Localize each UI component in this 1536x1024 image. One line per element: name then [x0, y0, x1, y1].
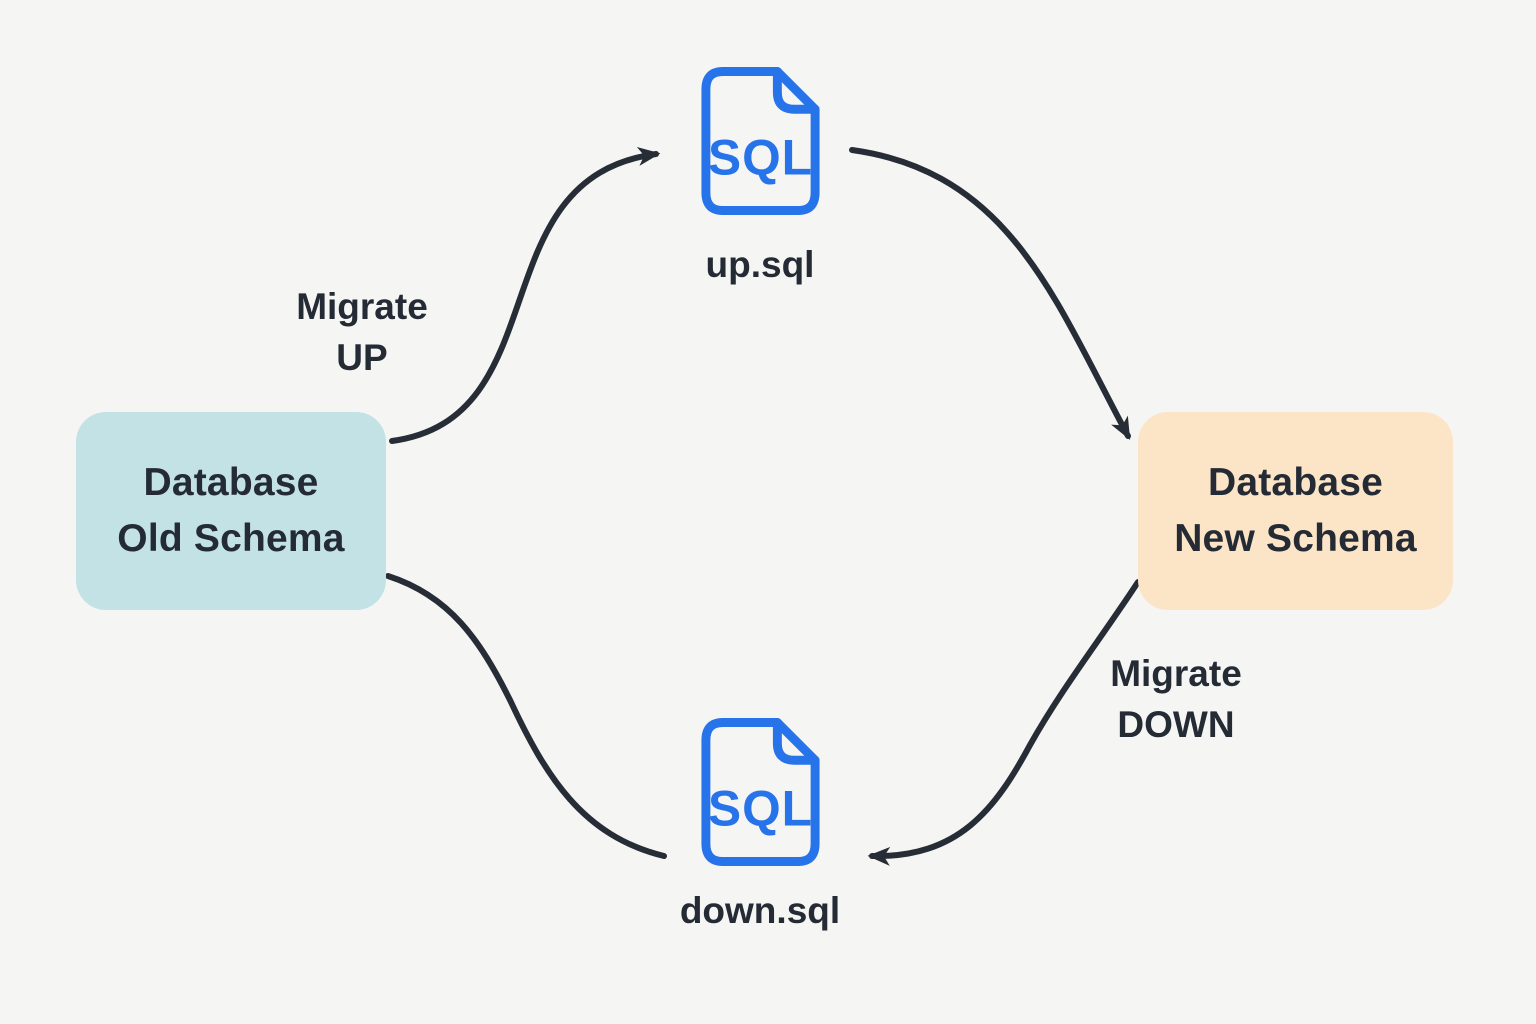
document-outline: [701, 67, 820, 215]
database-old-schema-node: Database Old Schema: [76, 412, 386, 610]
new-schema-label-line2: New Schema: [1174, 517, 1417, 560]
migrate-down-label-line1: Migrate: [1110, 653, 1242, 694]
sql-file-icon: SQL: [701, 718, 820, 866]
migrate-down-label-line2: DOWN: [1117, 704, 1235, 745]
old-schema-label-line1: Database: [143, 461, 319, 504]
old-schema-label-line2: Old Schema: [117, 517, 345, 560]
migrate-up-label-line1: Migrate: [296, 286, 428, 327]
migrate-up-label-line2: UP: [336, 337, 388, 378]
sql-file-icon: SQL: [701, 67, 820, 215]
down-sql-label: down.sql: [679, 890, 841, 931]
sql-icon-text: SQL: [708, 130, 813, 186]
sql-icon-text: SQL: [708, 781, 813, 837]
new-schema-label-line1: Database: [1207, 461, 1384, 504]
migrate-up-label: Migrate UP: [252, 281, 472, 383]
edge-up-sql-to-new-schema: [849, 147, 1131, 440]
up-sql-label: up.sql: [705, 244, 815, 285]
migrate-down-label: Migrate DOWN: [1066, 648, 1286, 750]
folded-corner: [772, 718, 820, 765]
database-new-schema-node: Database New Schema: [1138, 412, 1453, 610]
document-outline: [701, 718, 820, 866]
edge-down-sql-to-old-schema: [385, 573, 667, 859]
folded-corner: [772, 67, 820, 114]
